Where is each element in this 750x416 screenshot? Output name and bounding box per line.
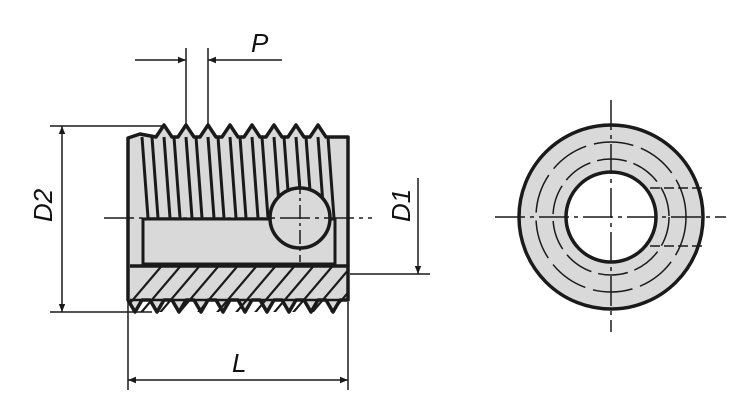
- thread-line: [184, 136, 194, 219]
- hatch-line: [159, 266, 202, 312]
- thread-line: [162, 136, 172, 219]
- thread-line: [228, 136, 238, 219]
- hatch-line: [178, 266, 221, 312]
- label-inner-diameter: D1: [386, 189, 416, 222]
- hatch-line: [216, 266, 259, 312]
- thread-line: [194, 136, 204, 219]
- section-hatching: [130, 262, 412, 315]
- thread-line: [140, 136, 150, 219]
- label-pitch: P: [251, 28, 269, 58]
- end-view: [495, 100, 726, 332]
- thread-line: [206, 136, 216, 219]
- hatch-line: [140, 266, 183, 312]
- hatch-line: [197, 266, 240, 312]
- label-length: L: [232, 348, 246, 378]
- thread-line: [326, 136, 336, 219]
- hatch-line: [367, 262, 412, 315]
- thread-line: [238, 136, 248, 219]
- hatch-line: [292, 266, 335, 312]
- hatch-line: [348, 262, 393, 315]
- thread-line: [150, 136, 160, 219]
- label-outer-diameter: D2: [28, 188, 58, 222]
- thread-line: [250, 136, 260, 219]
- hatch-line: [254, 266, 297, 312]
- thread-line: [172, 136, 182, 219]
- hatch-line: [273, 266, 316, 312]
- thread-line: [260, 136, 270, 219]
- hatch-line: [130, 266, 164, 305]
- hatch-line: [235, 266, 278, 312]
- side-view: [104, 123, 412, 315]
- hatch-line: [330, 292, 347, 312]
- thread-line: [216, 136, 226, 219]
- dimensions: [50, 48, 430, 390]
- hatch-line: [311, 269, 347, 312]
